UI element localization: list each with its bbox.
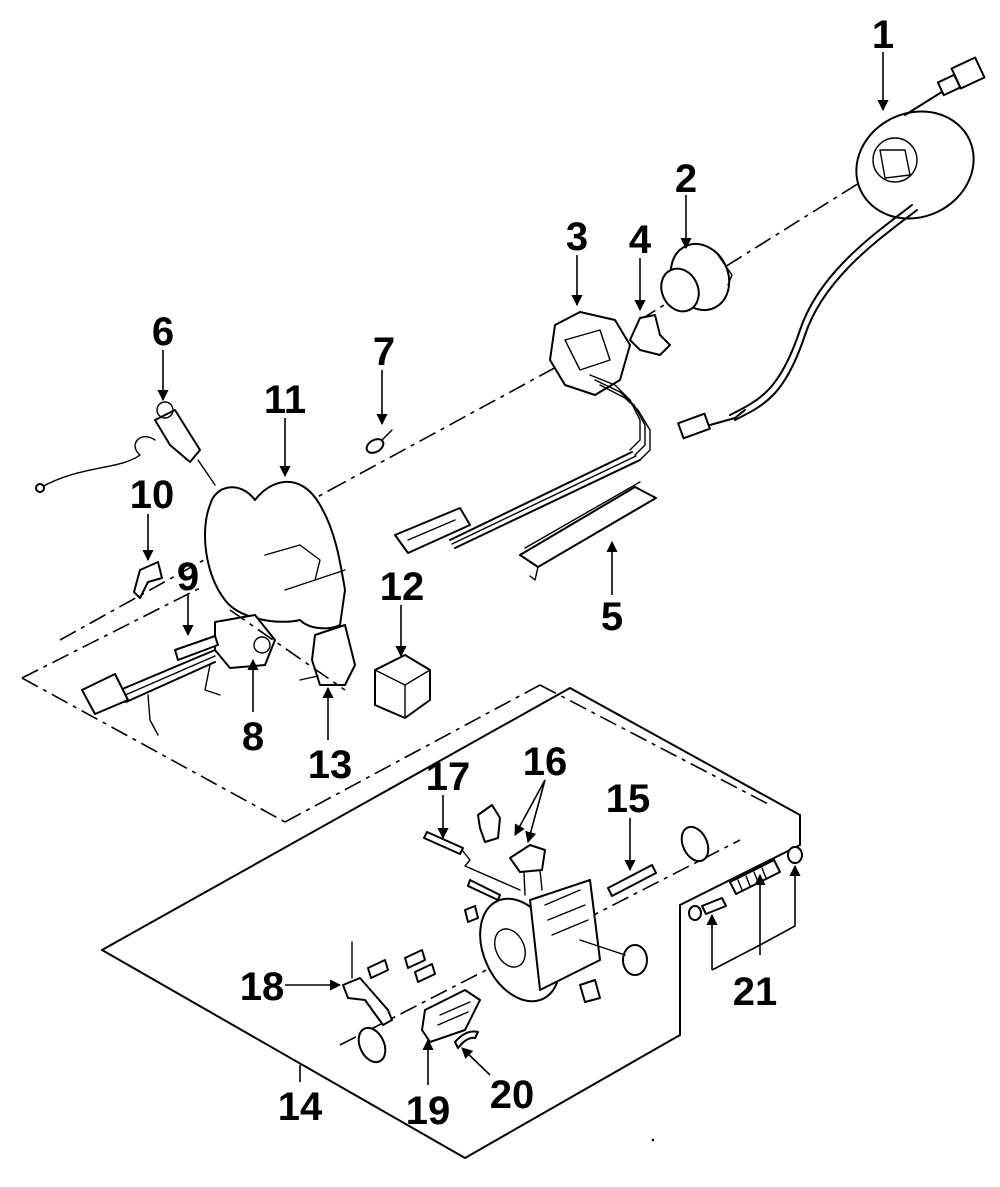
callout-20: 20	[490, 1073, 535, 1117]
callout-10: 10	[130, 473, 175, 517]
frame-line	[539, 684, 771, 806]
callout-4: 4	[629, 218, 652, 262]
part-lever	[133, 561, 163, 599]
callout-6: 6	[152, 310, 174, 354]
callout-labels: 1 2 3 4 5 6 7 8 9 10 11 12 13 14 15 16 1…	[130, 13, 894, 1133]
callout-leaders	[142, 52, 889, 1085]
frame-line	[229, 609, 346, 691]
upper-group	[21, 56, 986, 823]
callout-5: 5	[601, 595, 623, 639]
callout-16: 16	[523, 740, 568, 784]
callout-15: 15	[606, 777, 651, 821]
part-clock-spring	[677, 56, 986, 440]
leader-16b	[525, 779, 546, 844]
callout-14: 14	[278, 1085, 323, 1129]
callout-8: 8	[242, 715, 264, 759]
part-switch-assembly	[394, 311, 651, 554]
part-levers	[509, 844, 546, 896]
part-cover-plate	[519, 481, 657, 581]
lower-group	[101, 687, 803, 1159]
part-rod	[467, 879, 501, 901]
part-rack	[421, 989, 481, 1043]
callout-7: 7	[373, 330, 395, 374]
part-long-pin	[423, 831, 464, 855]
callout-12: 12	[380, 565, 425, 609]
callout-21: 21	[733, 970, 778, 1014]
frame-line	[284, 684, 541, 823]
callout-1: 1	[872, 13, 894, 57]
callout-18: 18	[240, 965, 285, 1009]
part-clip	[365, 429, 393, 454]
guide-line	[461, 849, 521, 891]
part-bracket-clip	[299, 624, 356, 686]
part-module-box	[374, 654, 431, 719]
callout-17: 17	[426, 755, 471, 799]
part-housing	[204, 480, 346, 630]
callout-11: 11	[264, 378, 306, 422]
leader-20	[461, 1047, 491, 1076]
frame-line	[101, 814, 801, 1159]
part-bearing	[660, 242, 733, 313]
axis-line	[339, 839, 741, 1046]
part-lock-housing	[479, 879, 648, 1003]
frame-line	[21, 587, 201, 679]
part-pin	[607, 864, 657, 897]
part-bracket	[629, 314, 671, 356]
callout-13: 13	[308, 743, 353, 787]
part-small-bracket	[477, 804, 501, 843]
part-ring	[357, 1026, 387, 1064]
callout-19: 19	[406, 1089, 451, 1133]
callout-9: 9	[177, 555, 199, 599]
stray-dot	[651, 1138, 655, 1142]
axis-line	[329, 364, 561, 491]
part-key-switch	[35, 401, 216, 493]
part-actuator-lever	[342, 941, 393, 1026]
callout-3: 3	[566, 215, 588, 259]
part-springs	[367, 905, 479, 983]
part-washer	[680, 825, 710, 863]
leader-21c	[759, 864, 801, 946]
leader-16a	[514, 779, 546, 836]
frame-line	[101, 687, 801, 951]
part-retainer	[454, 1030, 479, 1049]
part-ignition-switch	[81, 614, 276, 736]
callout-2: 2	[675, 157, 697, 201]
axis-line	[59, 489, 331, 641]
frame-line	[21, 677, 286, 823]
